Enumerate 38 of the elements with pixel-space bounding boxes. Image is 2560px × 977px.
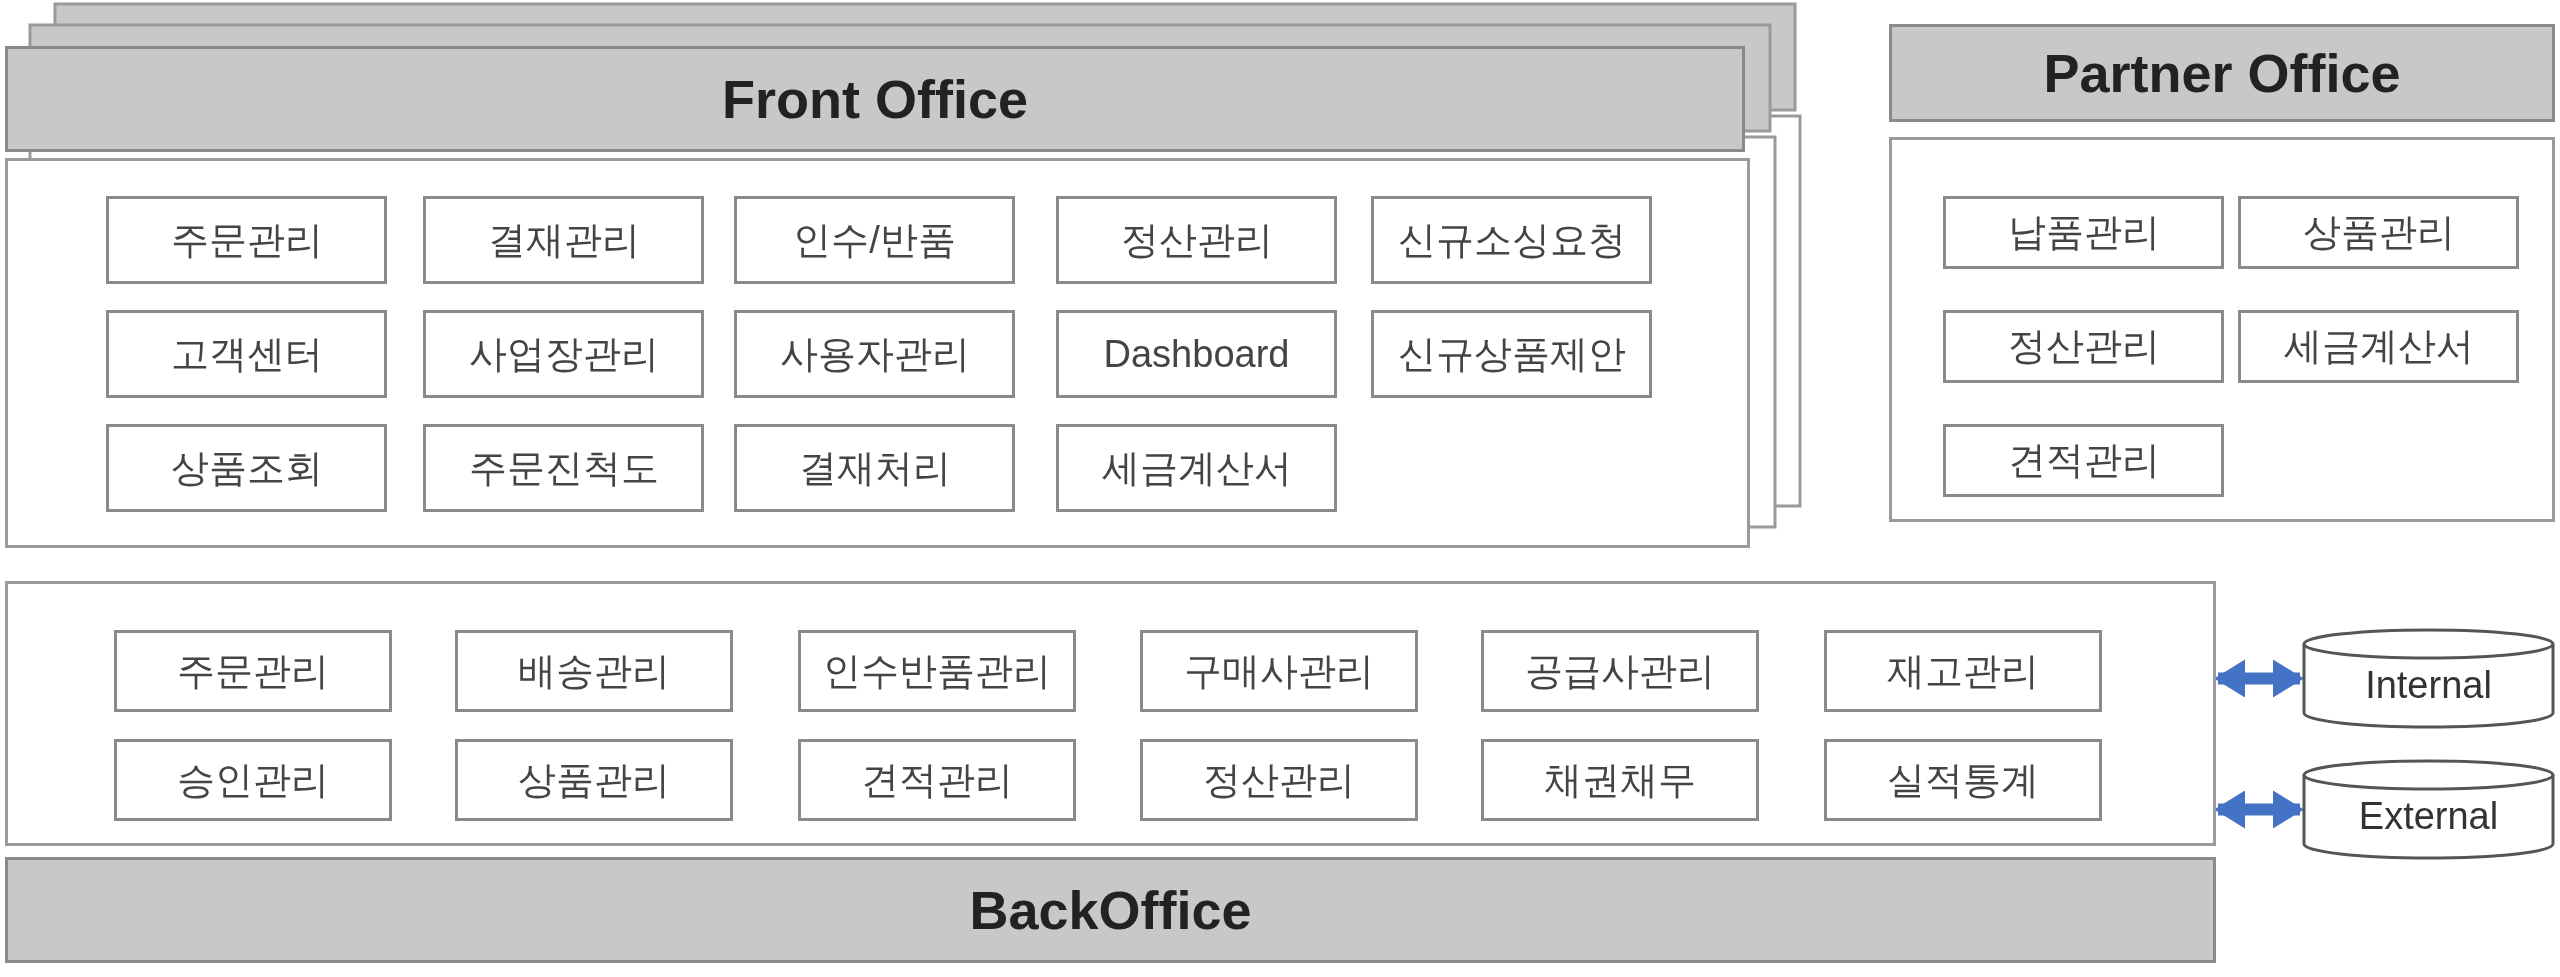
module-box: 배송관리 bbox=[455, 630, 733, 712]
module-box: 사업장관리 bbox=[423, 310, 704, 398]
module-box: 세금계산서 bbox=[2238, 310, 2519, 383]
module-box: 인수/반품 bbox=[734, 196, 1015, 284]
module-box: 신규상품제안 bbox=[1371, 310, 1652, 398]
double-arrow bbox=[2214, 662, 2304, 695]
cylinder-label: External bbox=[2358, 795, 2499, 838]
header-band: BackOffice bbox=[5, 857, 2216, 963]
module-box: 승인관리 bbox=[114, 739, 392, 821]
module-box: 결재처리 bbox=[734, 424, 1015, 512]
module-box: 신규소싱요청 bbox=[1371, 196, 1652, 284]
header-band: Partner Office bbox=[1889, 24, 2555, 122]
module-box: 상품관리 bbox=[2238, 196, 2519, 269]
module-box: 견적관리 bbox=[1943, 424, 2224, 497]
module-box: 상품관리 bbox=[455, 739, 733, 821]
module-box: 세금계산서 bbox=[1056, 424, 1337, 512]
cylinder-label: Internal bbox=[2365, 664, 2492, 707]
module-box: 정산관리 bbox=[1056, 196, 1337, 284]
module-box: 주문관리 bbox=[106, 196, 387, 284]
header-band: Front Office bbox=[5, 46, 1745, 152]
module-box: 사용자관리 bbox=[734, 310, 1015, 398]
module-box: 실적통계 bbox=[1824, 739, 2102, 821]
module-box: 정산관리 bbox=[1140, 739, 1418, 821]
module-box: 구매사관리 bbox=[1140, 630, 1418, 712]
double-arrow bbox=[2214, 793, 2304, 826]
module-box: 납품관리 bbox=[1943, 196, 2224, 269]
module-box: 재고관리 bbox=[1824, 630, 2102, 712]
module-box: 결재관리 bbox=[423, 196, 704, 284]
module-box: 주문관리 bbox=[114, 630, 392, 712]
module-box: 공급사관리 bbox=[1481, 630, 1759, 712]
module-box: 인수반품관리 bbox=[798, 630, 1076, 712]
module-box: 고객센터 bbox=[106, 310, 387, 398]
module-box: 정산관리 bbox=[1943, 310, 2224, 383]
module-box: 주문진척도 bbox=[423, 424, 704, 512]
module-box: 견적관리 bbox=[798, 739, 1076, 821]
module-box: Dashboard bbox=[1056, 310, 1337, 398]
module-box: 채권채무 bbox=[1481, 739, 1759, 821]
module-box: 상품조회 bbox=[106, 424, 387, 512]
